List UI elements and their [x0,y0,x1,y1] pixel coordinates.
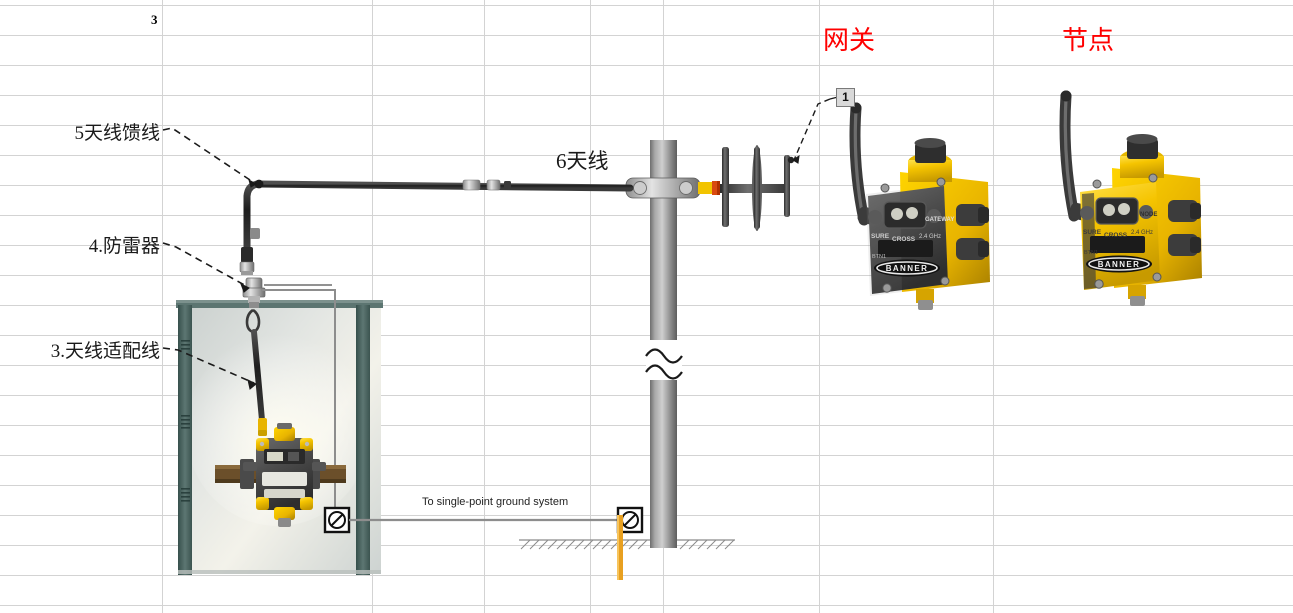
grid-row-line-17 [0,515,1293,516]
label-gateway: 网关 [823,26,876,55]
grid-col-line-0 [162,0,163,613]
svg-text:BTN1: BTN1 [1084,250,1098,256]
svg-text:CROSS: CROSS [892,236,916,243]
grid-row-line-20 [0,605,1293,606]
enclosure-cabinet [176,300,383,575]
node-device-illustration: BANNER SURE CROSS 2.4 GHz NODE BTN1 [1059,90,1202,306]
grid-row-line-0 [0,5,1293,6]
label-node: 节点 [1062,26,1115,55]
grid-col-line-3 [590,0,591,613]
svg-text:2.4 GHz: 2.4 GHz [1131,230,1153,236]
gateway-device-illustration: BANNER SURE CROSS 2.4 GHz GATEWAY BTN1 [849,102,990,310]
cell-number-3: 3 [151,12,158,27]
grid-row-line-12 [0,365,1293,366]
label-surge-arrester: 4.防雷器 [88,236,160,257]
svg-text:BANNER: BANNER [886,264,929,273]
grid-row-line-3 [0,95,1293,96]
antenna-mast [645,140,683,548]
grid-row-line-9 [0,275,1293,276]
yagi-antenna [625,145,795,231]
grid-row-line-4 [0,125,1293,126]
grid-row-line-11 [0,335,1293,336]
callout-marker-1: 1 [836,88,855,107]
antenna-adapter-cable [245,308,267,436]
grid-row-line-14 [0,425,1293,426]
leader-lines [162,96,839,390]
grid-row-line-19 [0,575,1293,576]
grid-row-line-7 [0,215,1293,216]
grid-col-line-2 [484,0,485,613]
mast-ground-lug [616,506,644,580]
grid-row-line-2 [0,65,1293,66]
svg-text:BANNER: BANNER [1098,260,1141,269]
grid-col-line-1 [372,0,373,613]
grid-col-line-6 [993,0,994,613]
svg-text:SURE: SURE [1083,229,1102,236]
grid-col-line-4 [663,0,664,613]
grid-row-line-18 [0,545,1293,546]
label-antenna-adapter: 3.天线适配线 [50,341,160,362]
surge-arrester [242,228,336,510]
svg-text:2.4 GHz: 2.4 GHz [919,234,941,240]
svg-text:GATEWAY: GATEWAY [925,217,954,223]
grid-row-line-6 [0,185,1293,186]
cabinet-ground-lug [323,506,621,534]
grid-col-line-5 [819,0,820,613]
label-ground-note: To single-point ground system [422,496,569,508]
grid-row-line-5 [0,155,1293,156]
svg-text:BTN1: BTN1 [872,254,886,260]
svg-text:CROSS: CROSS [1104,232,1128,239]
grid-row-line-1 [0,35,1293,36]
grid-row-line-16 [0,485,1293,486]
grid-row-line-15 [0,455,1293,456]
antenna-feeder-cable [239,179,634,275]
cabinet-din-rail-device [215,423,346,527]
grid-row-line-13 [0,395,1293,396]
svg-text:SURE: SURE [871,233,890,240]
grid-row-line-10 [0,305,1293,306]
label-feeder-line: 5天线馈线 [74,123,160,144]
label-antenna: 6天线 [556,149,609,173]
grid-row-line-8 [0,245,1293,246]
